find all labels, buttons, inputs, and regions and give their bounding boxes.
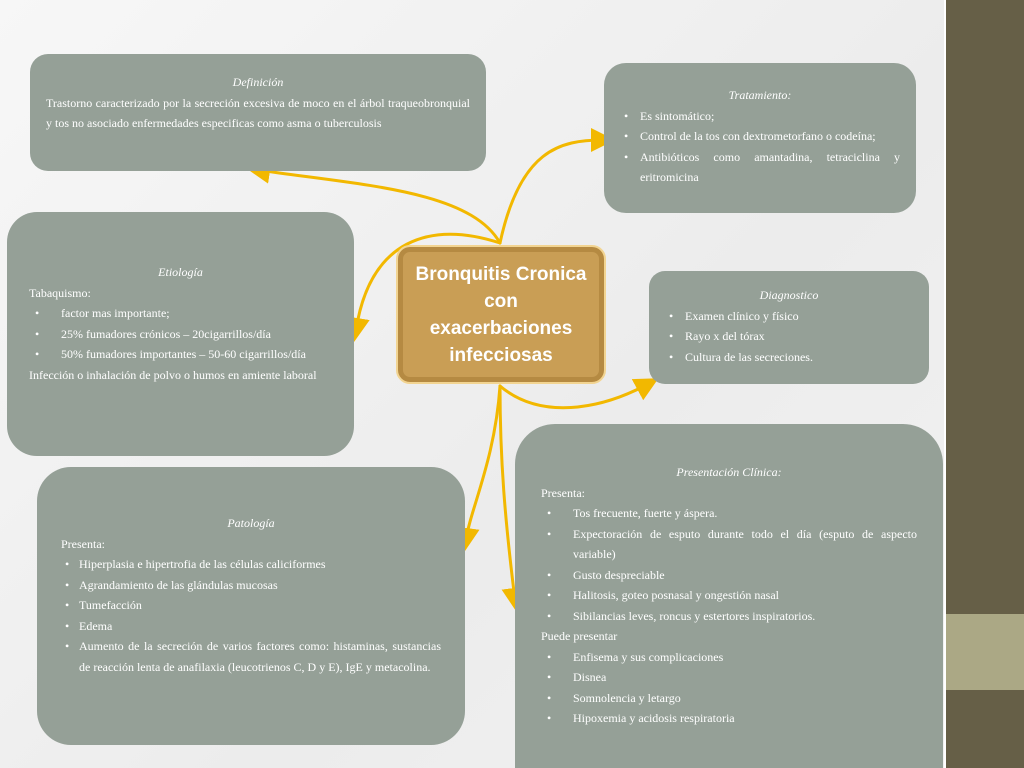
- central-topic-title: Bronquitis Cronica con exacerbaciones in…: [415, 263, 587, 366]
- patologia-title: Patología: [227, 516, 275, 530]
- list-item: Somnolencia y letargo: [541, 688, 917, 709]
- patologia-intro: Presenta:: [61, 536, 105, 551]
- list-item: Tos frecuente, fuerte y áspera.: [541, 503, 917, 524]
- etiologia-box: Etiología Tabaquismo: factor mas importa…: [7, 212, 354, 456]
- definicion-box: Definición Trastorno caracterizado por l…: [30, 54, 486, 171]
- presentacion-title: Presentación Clínica:: [676, 465, 782, 479]
- tratamiento-title: Tratamiento:: [728, 88, 792, 102]
- list-item: 50% fumadores importantes – 50-60 cigarr…: [29, 344, 332, 365]
- list-item: Gusto despreciable: [541, 565, 917, 586]
- list-item: 25% fumadores crónicos – 20cigarrillos/d…: [29, 324, 332, 345]
- list-item: factor mas importante;: [29, 303, 332, 324]
- list-item: Agrandamiento de las glándulas mucosas: [61, 575, 441, 596]
- presentacion-intro-1: Presenta:: [541, 485, 585, 500]
- diagnostico-title: Diagnostico: [759, 288, 819, 302]
- list-item: Hipoxemia y acidosis respiratoria: [541, 708, 917, 729]
- etiologia-intro: Tabaquismo:: [29, 285, 91, 300]
- definicion-text: Trastorno caracterizado por la secreción…: [46, 95, 470, 131]
- list-item: Enfisema y sus complicaciones: [541, 647, 917, 668]
- side-divider: [944, 0, 946, 768]
- arrow-to-patologia: [455, 384, 502, 552]
- list-item: Control de la tos con dextrometorfano o …: [620, 126, 900, 147]
- list-item: Aumento de la secreción de varios factor…: [61, 636, 441, 677]
- list-item: Antibióticos como amantadina, tetracicli…: [620, 147, 900, 188]
- arrow-to-definicion: [246, 159, 502, 245]
- patologia-list: Hiperplasia e hipertrofia de las células…: [61, 554, 441, 677]
- presentacion-list-2: Enfisema y sus complicaciones Disnea Som…: [541, 647, 917, 729]
- diagnostico-list: Examen clínico y físico Rayo x del tórax…: [665, 306, 913, 368]
- etiologia-list: factor mas importante; 25% fumadores cró…: [29, 303, 332, 365]
- list-item: Cultura de las secreciones.: [665, 347, 913, 368]
- arrow-to-presentacion: [498, 384, 526, 612]
- tratamiento-list: Es sintomático; Control de la tos con de…: [620, 106, 900, 188]
- etiologia-title: Etiología: [158, 265, 203, 279]
- tratamiento-box: Tratamiento: Es sintomático; Control de …: [604, 63, 916, 213]
- connector-arrows: [246, 128, 659, 612]
- side-accent-block: [946, 614, 1024, 690]
- list-item: Disnea: [541, 667, 917, 688]
- diagnostico-box: Diagnostico Examen clínico y físico Rayo…: [649, 271, 929, 384]
- definicion-title: Definición: [232, 75, 284, 89]
- list-item: Hiperplasia e hipertrofia de las células…: [61, 554, 441, 575]
- arrow-to-tratamiento: [498, 128, 615, 245]
- list-item: Sibilancias leves, roncus y estertores i…: [541, 606, 917, 627]
- arrow-to-etiologia: [345, 232, 502, 342]
- patologia-box: Patología Presenta: Hiperplasia e hipert…: [37, 467, 465, 745]
- list-item: Examen clínico y físico: [665, 306, 913, 327]
- central-topic: Bronquitis Cronica con exacerbaciones in…: [396, 245, 606, 384]
- presentacion-box: Presentación Clínica: Presenta: Tos frec…: [515, 424, 943, 768]
- etiologia-outro: Infección o inhalación de polvo o humos …: [29, 367, 317, 382]
- presentacion-intro-2: Puede presentar: [541, 629, 618, 643]
- list-item: Edema: [61, 616, 441, 637]
- list-item: Rayo x del tórax: [665, 326, 913, 347]
- list-item: Halitosis, goteo posnasal y ongestión na…: [541, 585, 917, 606]
- list-item: Es sintomático;: [620, 106, 900, 127]
- presentacion-list-1: Tos frecuente, fuerte y áspera. Expector…: [541, 503, 917, 626]
- list-item: Expectoración de esputo durante todo el …: [541, 524, 917, 565]
- arrow-to-diagnostico: [498, 378, 659, 410]
- list-item: Tumefacción: [61, 595, 441, 616]
